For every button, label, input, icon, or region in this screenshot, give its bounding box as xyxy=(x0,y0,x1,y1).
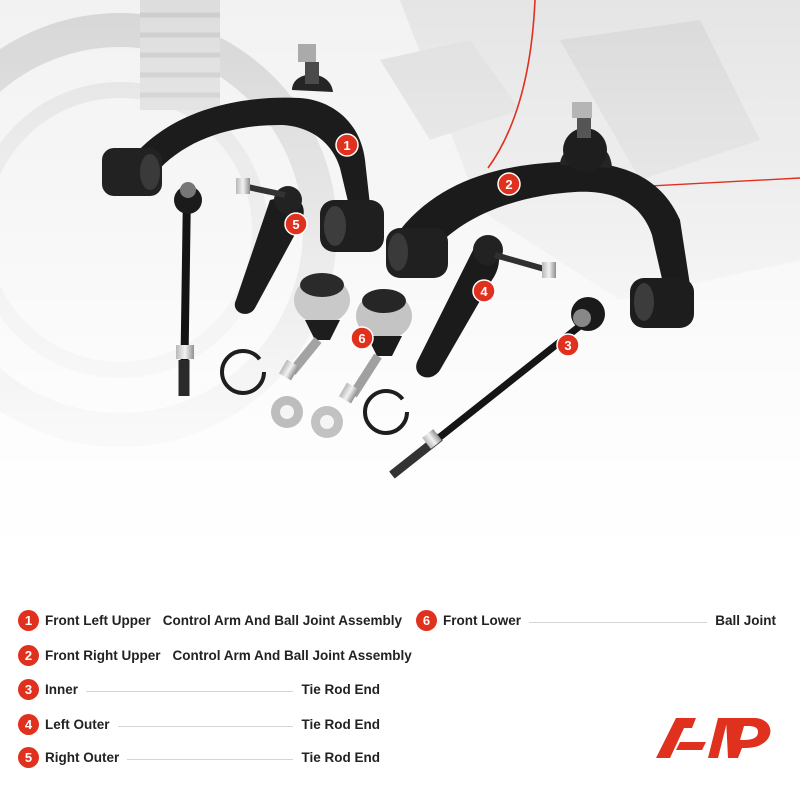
callout-5: 5 xyxy=(284,212,308,236)
legend-badge: 4 xyxy=(18,713,39,735)
right-upper-control-arm xyxy=(386,102,694,328)
legend-row-1: 1 Front Left Upper Control Arm And Ball … xyxy=(18,609,402,631)
svg-text:2: 2 xyxy=(505,177,512,192)
snap-rings-and-washers xyxy=(220,349,409,438)
legend-badge: 5 xyxy=(18,746,39,768)
callout-1: 1 xyxy=(335,133,359,157)
legend-position: Front Right Upper xyxy=(45,647,161,663)
callout-3: 3 xyxy=(556,333,580,357)
decorative-red-arc xyxy=(487,0,536,169)
legend-badge: 3 xyxy=(18,678,39,700)
legend-leader xyxy=(117,725,294,727)
lower-ball-joint-left xyxy=(278,273,350,381)
legend-position: Left Outer xyxy=(45,716,110,732)
svg-text:6: 6 xyxy=(358,331,365,346)
left-upper-control-arm xyxy=(102,44,384,252)
svg-text:5: 5 xyxy=(292,217,299,232)
legend-part-type: Tie Rod End xyxy=(301,749,380,765)
legend-position: Right Outer xyxy=(45,749,120,765)
legend-row-4: 4 Left Outer Tie Rod End xyxy=(18,713,380,735)
legend-leader xyxy=(529,621,708,623)
legend-row-5: 5 Right Outer Tie Rod End xyxy=(18,746,380,768)
legend-part-type: Control Arm And Ball Joint Assembly xyxy=(162,612,403,628)
legend-part-type: Control Arm And Ball Joint Assembly xyxy=(172,647,412,663)
legend-leader xyxy=(86,690,294,692)
legend-part-type: Ball Joint xyxy=(715,612,776,628)
legend-row-3: 3 Inner Tie Rod End xyxy=(18,678,380,700)
inner-tie-rod-left xyxy=(174,182,202,396)
legend-part-type: Tie Rod End xyxy=(301,716,380,732)
brand-logo-icon xyxy=(656,718,771,758)
left-outer-tie-rod-end xyxy=(416,235,556,378)
legend-position: Front Lower xyxy=(443,612,521,628)
legend-row-6: 6 Front Lower Ball Joint xyxy=(416,609,776,631)
legend-position: Inner xyxy=(45,681,79,697)
callout-4: 4 xyxy=(472,279,496,303)
legend-badge: 2 xyxy=(18,644,39,666)
callout-2: 2 xyxy=(497,172,521,196)
svg-text:1: 1 xyxy=(343,138,350,153)
callout-6: 6 xyxy=(350,326,374,350)
svg-text:4: 4 xyxy=(480,284,488,299)
legend-badge: 6 xyxy=(416,609,437,631)
legend-position: Front Left Upper xyxy=(45,612,151,628)
svg-text:3: 3 xyxy=(564,338,571,353)
legend-badge: 1 xyxy=(18,609,39,631)
lower-ball-joint-right xyxy=(338,289,412,404)
product-photo: 1 2 3 4 5 6 xyxy=(0,0,800,560)
legend-row-2: 2 Front Right Upper Control Arm And Ball… xyxy=(18,644,412,666)
legend-part-type: Tie Rod End xyxy=(301,681,380,697)
legend-leader xyxy=(127,758,294,760)
